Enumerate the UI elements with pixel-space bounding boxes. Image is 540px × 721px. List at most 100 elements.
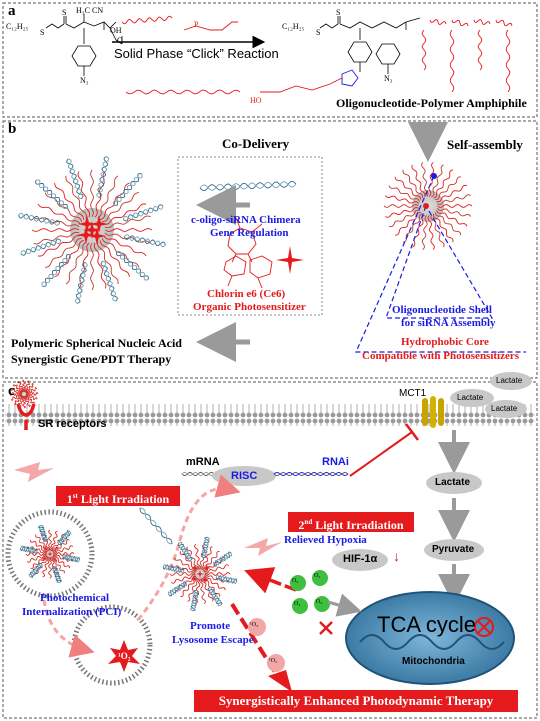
block-x (319, 621, 333, 635)
sna-small-strand-13 (383, 204, 419, 208)
sna-endo-helix-2-b (28, 563, 43, 577)
sna-large-star-4 (78, 215, 96, 233)
lysosome-vesicle (71, 604, 153, 686)
sna-endo-star-2 (41, 556, 47, 562)
sna-mid-strand-0 (204, 572, 231, 576)
sna-mid-strand-10 (170, 574, 196, 584)
lactate-out-ellipse-3 (485, 400, 527, 418)
sna-large-helix-4-b (41, 254, 71, 287)
linker-red (260, 77, 343, 93)
second-light-num: 2 (298, 518, 305, 532)
sna-large-strand-18 (54, 183, 85, 220)
photosensitizer-star-icon (276, 246, 304, 274)
sna-mid-helix-5-b (178, 541, 192, 562)
sna-small-strand-5 (430, 214, 445, 248)
sna-endo-star-0 (47, 551, 53, 557)
sna-large-star-0 (83, 221, 101, 239)
sna-mid-helix-7-b (212, 552, 233, 566)
hif-down-arrow: ↓ (393, 550, 400, 565)
sna-mid-strand-18 (201, 546, 213, 571)
sna-tiny-strand-14 (25, 383, 35, 394)
lightning-icon-1 (14, 462, 54, 482)
sna-large-strand-12 (37, 235, 81, 257)
sna-tiny-strand-8 (9, 392, 23, 396)
sna-mid-strand-11 (169, 572, 196, 576)
sna-endo-strand-15 (48, 529, 52, 551)
sna-small-strand-23 (435, 176, 461, 201)
sna-large-strand-13 (33, 231, 80, 245)
dna-a-vert-3 (477, 29, 483, 71)
singlet-o2-circle-1 (248, 618, 266, 636)
sna-large-strand-26 (103, 203, 147, 225)
sna-large-helix-8-b (67, 158, 82, 200)
polymer-structure-right (319, 16, 421, 74)
chem-c12-left: C₁₂H₂₅ (6, 22, 29, 31)
sna-mid-strand-19 (203, 550, 220, 571)
sna-mid-star-3 (201, 576, 209, 584)
mitochondria-cristae (359, 634, 505, 650)
spherical-nucleic-acid-small (383, 162, 473, 250)
lactate-in-ellipse (426, 472, 482, 494)
sna-large-strand-23 (97, 175, 119, 219)
sna-large-helix-0-b (124, 234, 166, 248)
sna-large-star-2 (77, 226, 95, 244)
sna-large-strand-7 (90, 242, 94, 291)
free-dna-strand (139, 507, 173, 545)
lightning-icon-2 (244, 538, 282, 556)
shell-label-2: for siRNA Assembly (401, 317, 496, 329)
panel-a-letter: a (8, 3, 16, 19)
triazole-ring (341, 69, 359, 87)
singlet-o2-circle-2 (267, 654, 285, 672)
polymer-structure-left (45, 14, 123, 76)
dna-a-top-3 (495, 19, 513, 27)
sna-small-strand-17 (402, 169, 424, 199)
dna-a-top-1 (451, 19, 469, 27)
sna-large-strand-21 (90, 169, 94, 218)
sna-tiny-strand-11 (17, 380, 25, 393)
sna-large-strand-22 (94, 171, 106, 218)
sna-tiny-strand-0 (25, 392, 39, 396)
sna-small-strand-20 (428, 162, 435, 197)
sna-large-strand-11 (45, 237, 82, 268)
rnai-helix-b (273, 471, 349, 477)
synergy-banner: Synergistically Enhanced Photodynamic Th… (194, 690, 518, 712)
zoom-triangle-shell (385, 204, 494, 319)
dna-a-vert-2 (449, 29, 455, 93)
lactate-out-ellipse-1 (450, 389, 494, 407)
sna-endo-strand-5 (48, 557, 52, 579)
sna-released (162, 536, 238, 612)
singlet-oxygen-burst (108, 640, 140, 672)
sna-mid-star-0 (196, 570, 204, 578)
sna-large-helix-1-b (116, 251, 149, 281)
mrna-label: mRNA (186, 456, 220, 468)
sna-tiny-strand-7 (10, 393, 23, 401)
sna-small-strand-24 (436, 184, 468, 203)
o2-circle-2 (312, 570, 328, 586)
sna-label-2: Synergistic Gene/PDT Therapy (11, 352, 172, 366)
sna-large-helix-9-b (96, 156, 110, 198)
chem-s2: S (62, 8, 67, 17)
sna-endo-star-3 (52, 557, 58, 563)
sna-mid-helix-6-b (200, 536, 210, 559)
shell-label-1: Oligonucleotide Shell (392, 304, 492, 316)
sna-small-strand-12 (385, 207, 419, 218)
chem-s4: S (336, 8, 341, 17)
tca-block-icon (474, 617, 494, 637)
sna-large-star-1 (90, 215, 108, 233)
first-light-text: Light Irradiation (77, 492, 170, 506)
o2-label-3: O₂ (294, 601, 301, 607)
lactate-out-1: Lactate (457, 393, 484, 402)
singlet-o2-label-2: ¹O₂ (269, 658, 278, 664)
promote-label-1: Promote (190, 620, 231, 632)
promote-label-2: Lysosome Escape (172, 634, 254, 646)
hif-ellipse (332, 549, 388, 571)
spherical-nucleic-acid-large (18, 156, 166, 304)
pci-label-2: Internalization (PCI) (22, 606, 122, 618)
relieved-hypoxia-label: Relieved Hypoxia (284, 534, 367, 546)
shell-dot (431, 173, 437, 179)
sirna-duplex-icon (199, 180, 297, 192)
tca-block-cross (477, 620, 491, 634)
rnai-strand (273, 471, 349, 477)
dna-strands-panel-a (121, 15, 513, 95)
rnai-label: RNAi (322, 456, 349, 468)
